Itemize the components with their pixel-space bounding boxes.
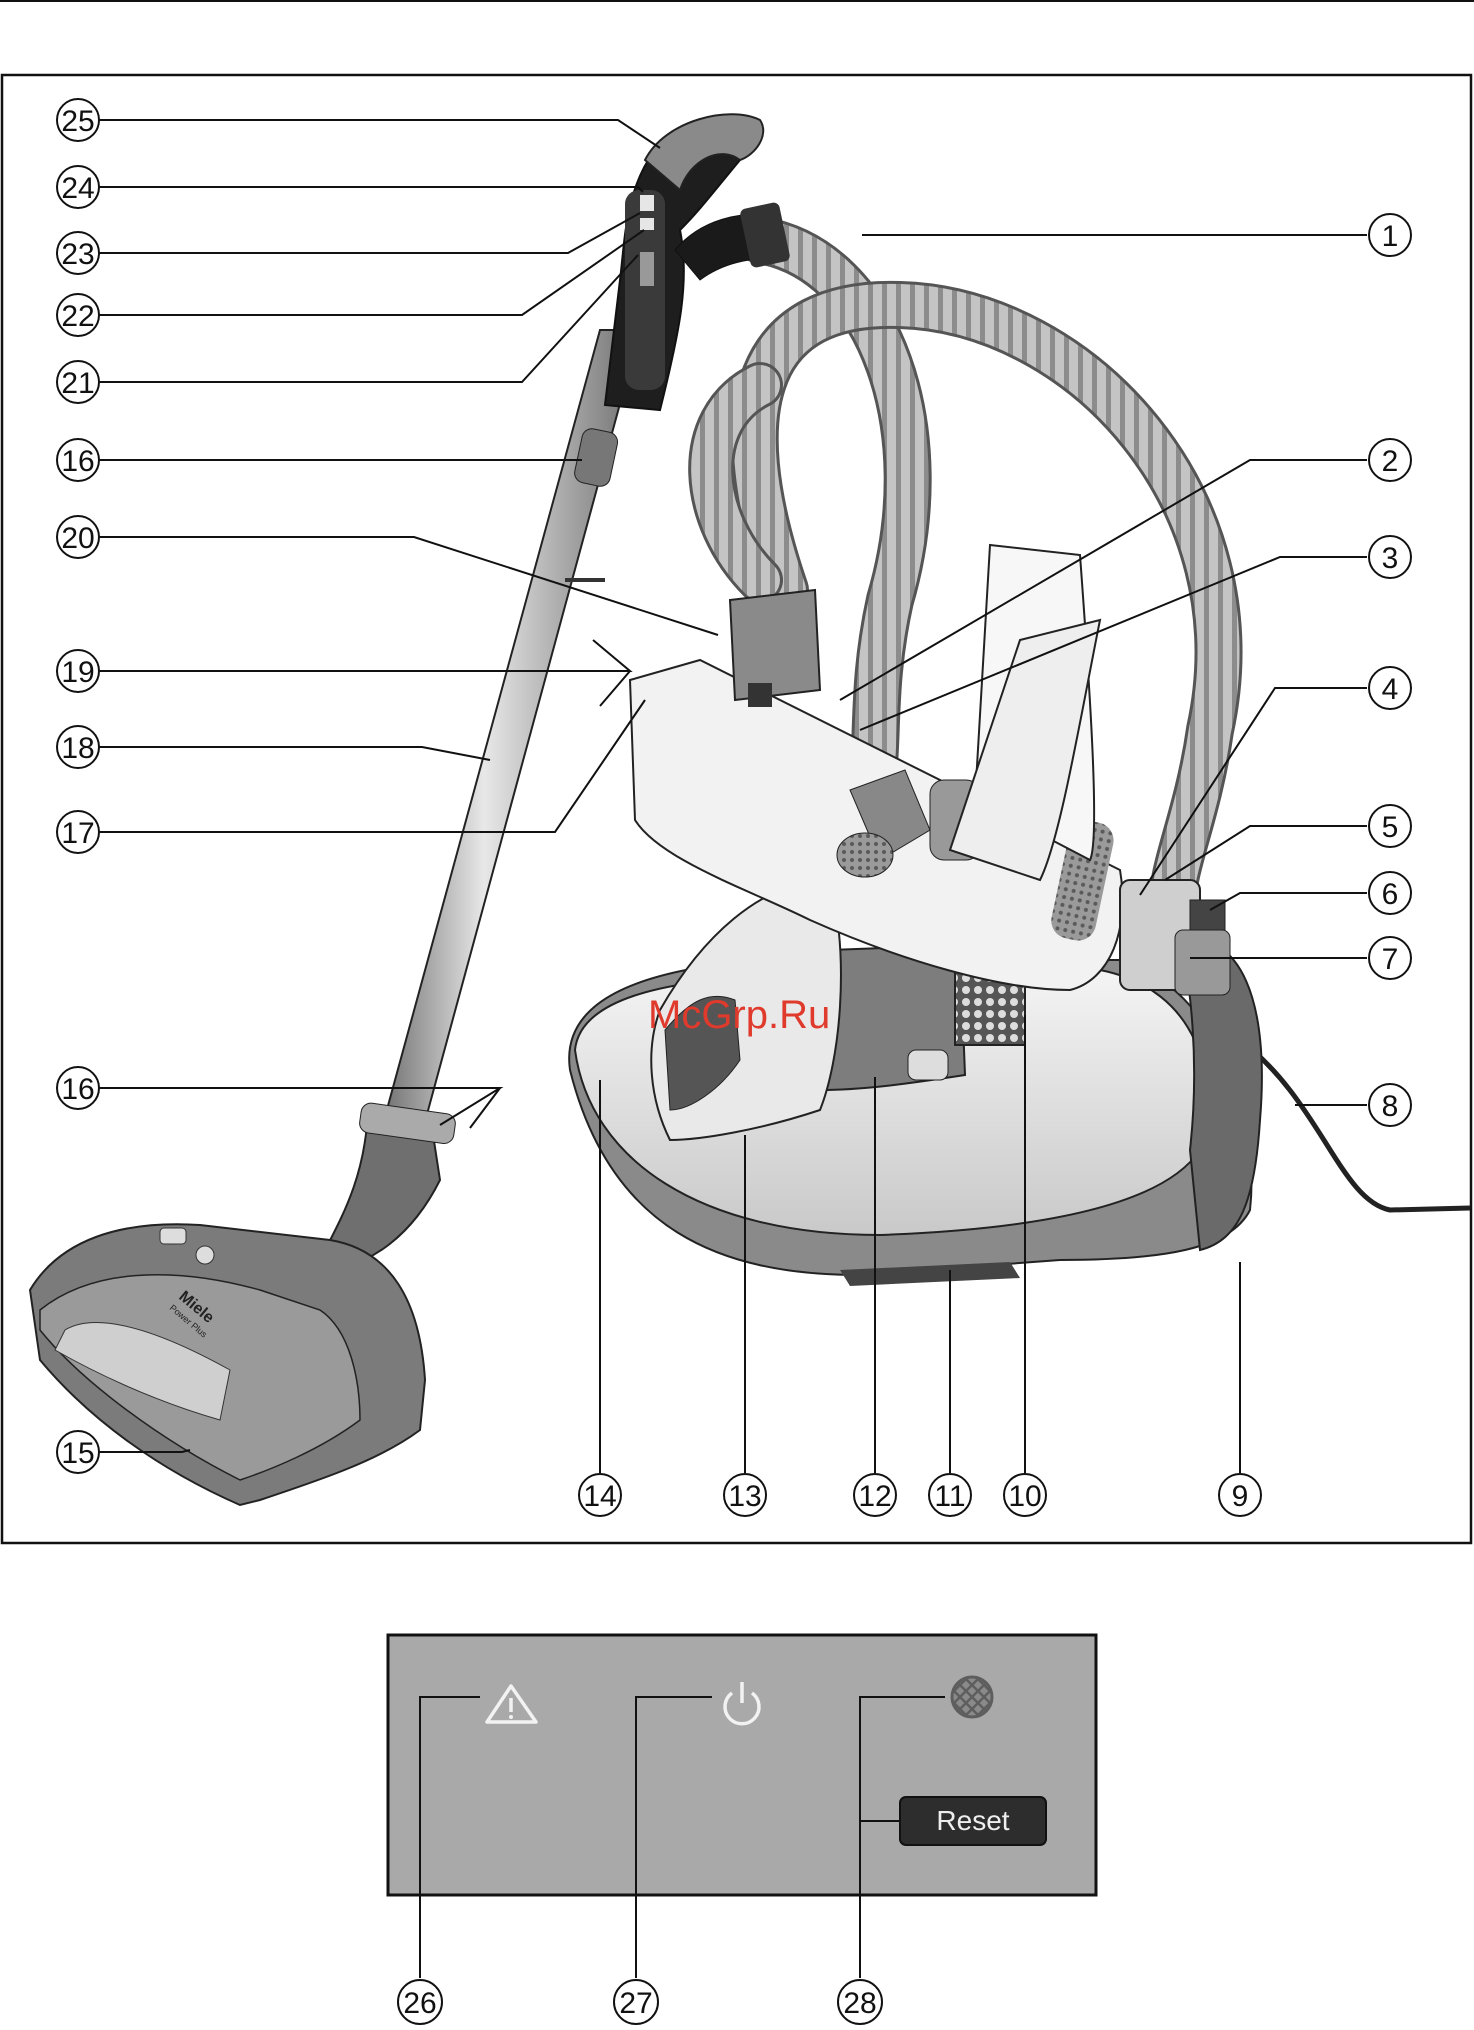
callout-label-1: 1 (1382, 220, 1399, 253)
callout-label-16a: 16 (61, 445, 94, 478)
callout-25: 25 (57, 99, 99, 141)
callout-28: 28 (838, 1980, 882, 2024)
callout-11: 11 (929, 1474, 971, 1516)
callout-21: 21 (57, 361, 99, 403)
callout-label-11: 11 (934, 1480, 965, 1513)
control-panel: Reset 26 27 28 (388, 1635, 1096, 2024)
callout-label-3: 3 (1382, 542, 1399, 575)
callout-26: 26 (398, 1980, 442, 2024)
callout-label-5: 5 (1382, 811, 1399, 844)
callout-3: 3 (1369, 536, 1411, 578)
callout-label-27: 27 (619, 1987, 652, 2020)
callout-2: 2 (1369, 439, 1411, 481)
hose-connector (730, 590, 820, 700)
callout-7: 7 (1369, 937, 1411, 979)
callout-20: 20 (57, 516, 99, 558)
callout-label-21: 21 (61, 367, 94, 400)
callout-label-17: 17 (61, 817, 94, 850)
callout-19: 19 (57, 650, 99, 692)
callout-label-18: 18 (61, 732, 94, 765)
callout-label-20: 20 (61, 522, 94, 555)
callout-label-10: 10 (1008, 1480, 1041, 1513)
bag-holder (908, 1050, 948, 1080)
vacuum-illustration: Miele Power Plus (30, 114, 1470, 1505)
callout-14: 14 (579, 1474, 621, 1516)
callout-18: 18 (57, 726, 99, 768)
callout-9: 9 (1219, 1474, 1261, 1516)
callout-label-6: 6 (1382, 878, 1399, 911)
callout-label-7: 7 (1382, 943, 1399, 976)
callout-8: 8 (1369, 1084, 1411, 1126)
callout-27: 27 (614, 1980, 658, 2024)
callout-label-12: 12 (858, 1480, 891, 1513)
callout-label-28: 28 (843, 1987, 876, 2020)
reset-label: Reset (936, 1805, 1009, 1836)
callout-15: 15 (57, 1431, 99, 1473)
callout-17: 17 (57, 811, 99, 853)
callout-6: 6 (1369, 872, 1411, 914)
callout-13: 13 (724, 1474, 766, 1516)
panel-callouts: 26 27 28 (398, 1980, 882, 2024)
callout-label-8: 8 (1382, 1090, 1399, 1123)
callout-1: 1 (1369, 214, 1411, 256)
callout-10: 10 (1004, 1474, 1046, 1516)
callout-24: 24 (57, 166, 99, 208)
callout-16b: 16 (57, 1067, 99, 1109)
callout-label-4: 4 (1382, 673, 1399, 706)
callout-16a: 16 (57, 439, 99, 481)
callout-label-22: 22 (61, 300, 94, 333)
callout-4: 4 (1369, 667, 1411, 709)
callout-label-24: 24 (61, 172, 94, 205)
callout-22: 22 (57, 294, 99, 336)
callout-23: 23 (57, 232, 99, 274)
callout-12: 12 (854, 1474, 896, 1516)
callout-label-25: 25 (61, 105, 94, 138)
watermark: McGrp.Ru (648, 993, 830, 1037)
callout-label-15: 15 (61, 1437, 94, 1470)
callout-label-9: 9 (1232, 1480, 1249, 1513)
callout-label-23: 23 (61, 238, 94, 271)
callout-label-26: 26 (403, 1987, 436, 2020)
callout-label-19: 19 (61, 656, 94, 689)
callout-label-14: 14 (583, 1480, 616, 1513)
callout-label-13: 13 (728, 1480, 761, 1513)
callout-label-16b: 16 (61, 1073, 94, 1106)
reset-button[interactable]: Reset (900, 1797, 1046, 1845)
power-cord (1240, 1040, 1470, 1210)
callout-label-2: 2 (1382, 445, 1399, 478)
callout-5: 5 (1369, 805, 1411, 847)
panel-background (388, 1635, 1096, 1895)
